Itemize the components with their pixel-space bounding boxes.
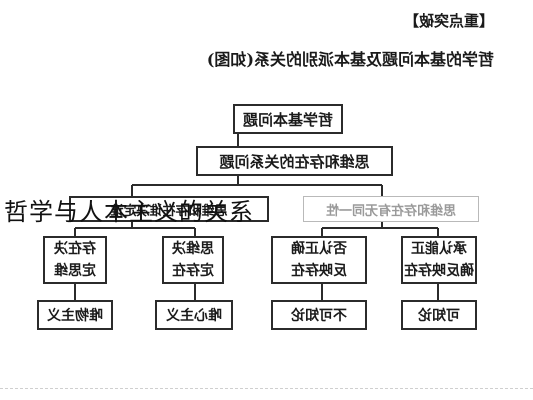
sub-left-1-box: 承认能正 确反映存在 (401, 236, 477, 284)
bottom-divider (0, 388, 533, 389)
sub-right-1-box: 思维决 定存在 (162, 236, 224, 284)
overlay-caption: 哲学与人本主义的关系 (4, 198, 254, 226)
leaf-3-box: 唯心主义 (155, 300, 233, 330)
sub-right-2-box: 存在决 定思维 (43, 236, 107, 284)
level1-box: 思维和存在的关系问题 (196, 146, 393, 176)
sub-left-2-line-2: 反映存在 (291, 263, 347, 279)
sub-left-1-line-2: 确反映存在 (404, 263, 474, 279)
sub-left-1-line-1: 承认能正 (411, 241, 467, 257)
sub-left-2-box: 否认正确 反映存在 (271, 236, 367, 284)
sub-right-1-line-2: 定存在 (172, 263, 214, 279)
sub-right-1-line-1: 思维决 (172, 241, 214, 257)
leaf-2-box: 不可知论 (271, 300, 367, 330)
leaf-1-box: 可知论 (401, 300, 477, 330)
leaf-4-box: 唯物主义 (37, 300, 113, 330)
sub-right-2-line-1: 存在决 (54, 241, 96, 257)
sub-left-2-line-1: 否认正确 (291, 241, 347, 257)
root-box: 哲学基本问题 (233, 104, 343, 134)
sub-right-2-line-2: 定思维 (54, 263, 96, 279)
left-branch-box: 思维和存在有无同一性 (303, 196, 479, 222)
